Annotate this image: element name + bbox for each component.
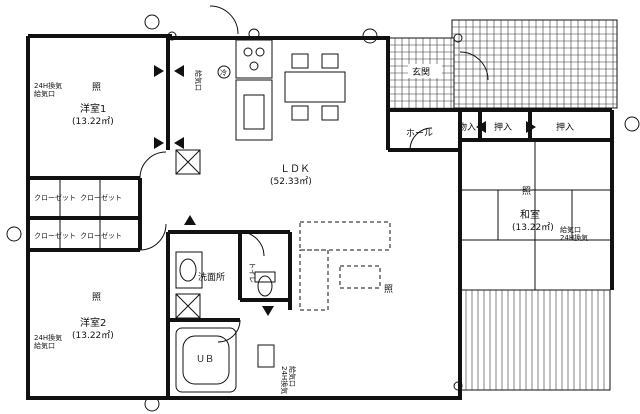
toilet-name: トイレ: [248, 262, 256, 283]
japanese-vent: 給気口: [560, 225, 581, 234]
hall-name: ホール: [406, 128, 433, 139]
tatami-lines: [460, 140, 612, 290]
western1-vent: 24H換気: [34, 81, 62, 90]
closet4-name: クローゼット: [80, 231, 122, 240]
japanese-name: 和室: [520, 208, 540, 221]
western2-symbol: 照: [92, 292, 101, 303]
arrows: [154, 65, 536, 316]
japanese-area: (13.22㎡): [512, 222, 554, 233]
closet3-name: クローゼット: [34, 231, 76, 240]
western2-area: (13.22㎡): [72, 330, 114, 341]
top-vent: 給気口: [194, 70, 203, 91]
dining-set: [284, 53, 346, 121]
ldk-area: (52.33㎡): [270, 176, 312, 187]
western2-vent: 24H換気: [34, 333, 62, 342]
western1-vent-sub: 給気口: [34, 89, 55, 98]
japanese-vent-sub: 24H換気: [560, 233, 588, 242]
ldk-name: ＬＤＫ: [280, 164, 310, 175]
western2-vent-sub: 給気口: [34, 341, 55, 350]
western2-name: 洋室2: [80, 316, 106, 329]
western1-name: 洋室1: [80, 102, 106, 115]
closet-dividers: [59, 180, 101, 248]
kitchen: [217, 39, 273, 141]
balcony-top-grid: [451, 19, 618, 109]
fridge-symbol: 冷: [220, 68, 227, 77]
western1-symbol: 照: [92, 82, 101, 93]
japanese-symbol: 照: [522, 186, 531, 197]
doors: [139, 5, 489, 343]
pipe-space: [175, 149, 201, 175]
interior-walls: [28, 36, 612, 398]
bath-vent-sub: 給気口: [288, 366, 297, 387]
western1-area: (13.22㎡): [72, 116, 114, 127]
grid-markers: [6, 14, 640, 412]
washroom-name: 洗面所: [198, 271, 225, 283]
entrance-name: 玄関: [412, 66, 430, 78]
closet-small-name: 物入: [458, 121, 476, 133]
bath-fixtures: [175, 251, 276, 393]
ldk-symbol: 照: [384, 284, 393, 295]
closet2-name: クローゼット: [80, 193, 122, 202]
bath-name: ＵＢ: [196, 355, 214, 365]
oshiire1-name: 押入: [494, 121, 512, 133]
bath-vent: 24H換気: [280, 366, 289, 394]
dashed-sofa: [299, 221, 391, 311]
closet1-name: クローゼット: [34, 193, 76, 202]
deck: [459, 289, 611, 391]
oshiire2-name: 押入: [556, 121, 574, 133]
